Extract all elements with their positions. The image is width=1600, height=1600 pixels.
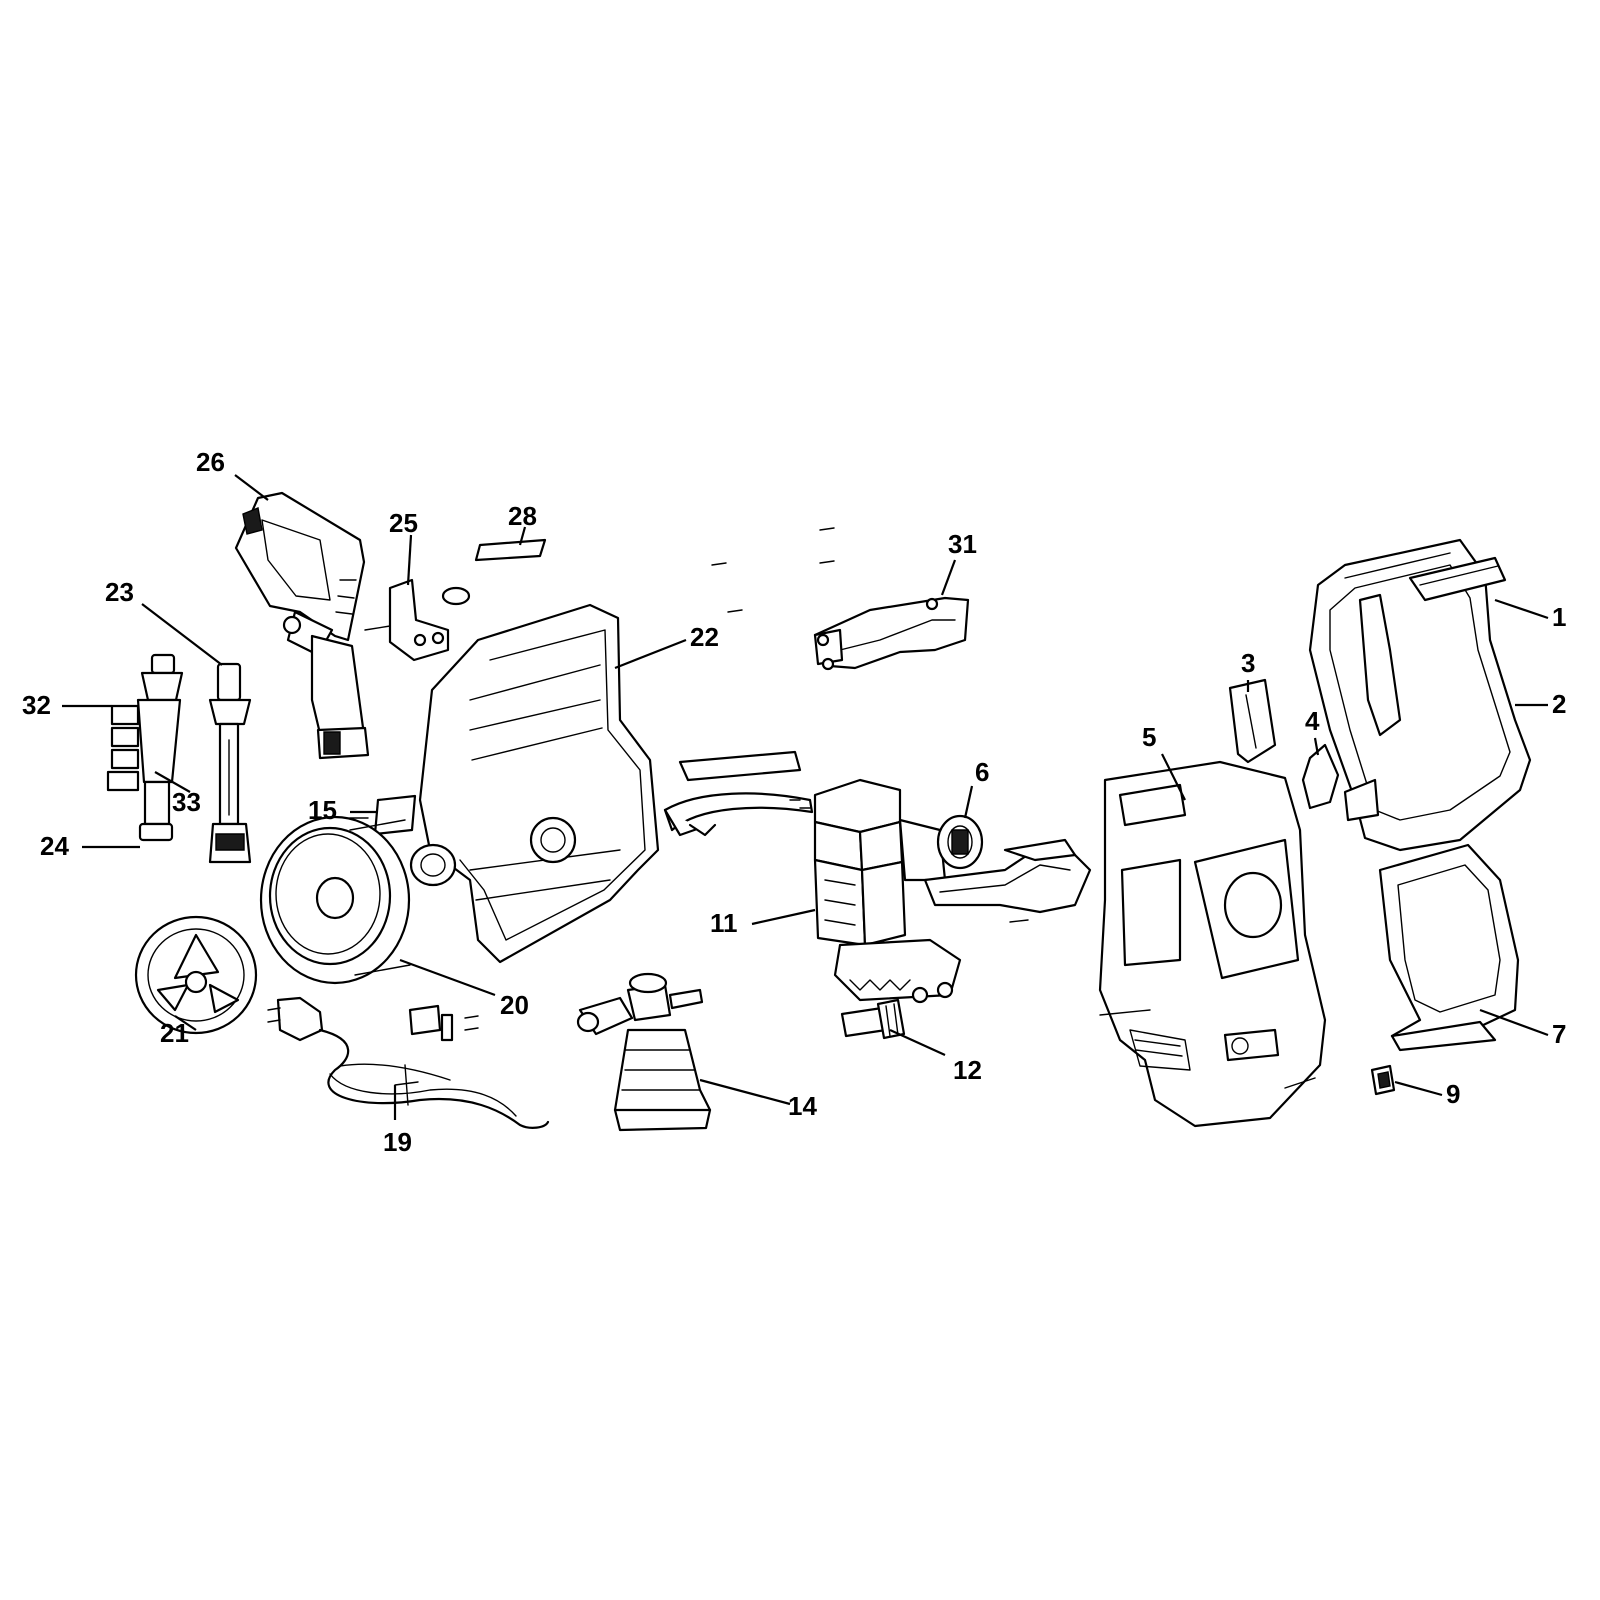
part-inlet-connector: [840, 998, 906, 1040]
callout-26: 26: [196, 447, 225, 477]
callout-7: 7: [1552, 1019, 1566, 1049]
part-motor-pump: [813, 778, 962, 1004]
callout-2: 2: [1552, 689, 1566, 719]
part-wheel: [259, 815, 411, 985]
callout-12: 12: [953, 1055, 982, 1085]
part-detergent-bottle: [576, 972, 712, 1132]
callout-1: 1: [1552, 602, 1566, 632]
callout-14: 14: [788, 1091, 817, 1121]
callout-23: 23: [105, 577, 134, 607]
part-left-housing: [409, 603, 660, 964]
callout-9: 9: [1446, 1079, 1460, 1109]
part-lance: [208, 662, 252, 864]
part-upper-bracket: [711, 527, 970, 671]
part-clip-4: [1301, 743, 1340, 810]
callout-5: 5: [1142, 722, 1156, 752]
callout-24: 24: [40, 831, 69, 861]
callout-20: 20: [500, 990, 529, 1020]
part-front-housing: [1098, 760, 1327, 1128]
part-wheel-cover: [134, 915, 258, 1035]
callout-15: 15: [308, 795, 337, 825]
part-base-plate: [923, 838, 1092, 923]
part-switch-bracket: [408, 1004, 479, 1042]
part-handle-frame: [1308, 538, 1532, 852]
part-plug-cap: [441, 586, 471, 606]
part-cover-3: [1228, 678, 1277, 764]
callout-22: 22: [690, 622, 719, 652]
callout-19: 19: [383, 1127, 412, 1157]
part-nozzle-selector: [106, 653, 184, 842]
part-spray-gun: [234, 491, 370, 760]
part-label-28: [474, 538, 547, 562]
part-valve: [936, 814, 984, 870]
part-holder-bracket: [364, 578, 450, 662]
callout-33: 33: [172, 787, 201, 817]
part-switch-9: [1370, 1064, 1396, 1096]
part-rear-frame: [1378, 843, 1520, 1052]
callout-25: 25: [389, 508, 418, 538]
callout-32: 32: [22, 690, 51, 720]
leader-lines: [62, 474, 1549, 1120]
part-hose-bracket: [663, 750, 814, 837]
callout-28: 28: [508, 501, 537, 531]
callout-21: 21: [160, 1018, 189, 1048]
part-label-15: [349, 794, 417, 836]
part-power-cord: [267, 996, 550, 1129]
callout-4: 4: [1305, 706, 1320, 736]
part-handle-grip: [1408, 556, 1507, 602]
callout-11: 11: [710, 908, 738, 938]
callout-31: 31: [948, 529, 977, 559]
callout-6: 6: [975, 757, 989, 787]
callout-3: 3: [1241, 648, 1255, 678]
callout-labels: 26 25 28 23 22 31 32 33 24 15 20 21 19 1…: [22, 447, 1566, 1157]
